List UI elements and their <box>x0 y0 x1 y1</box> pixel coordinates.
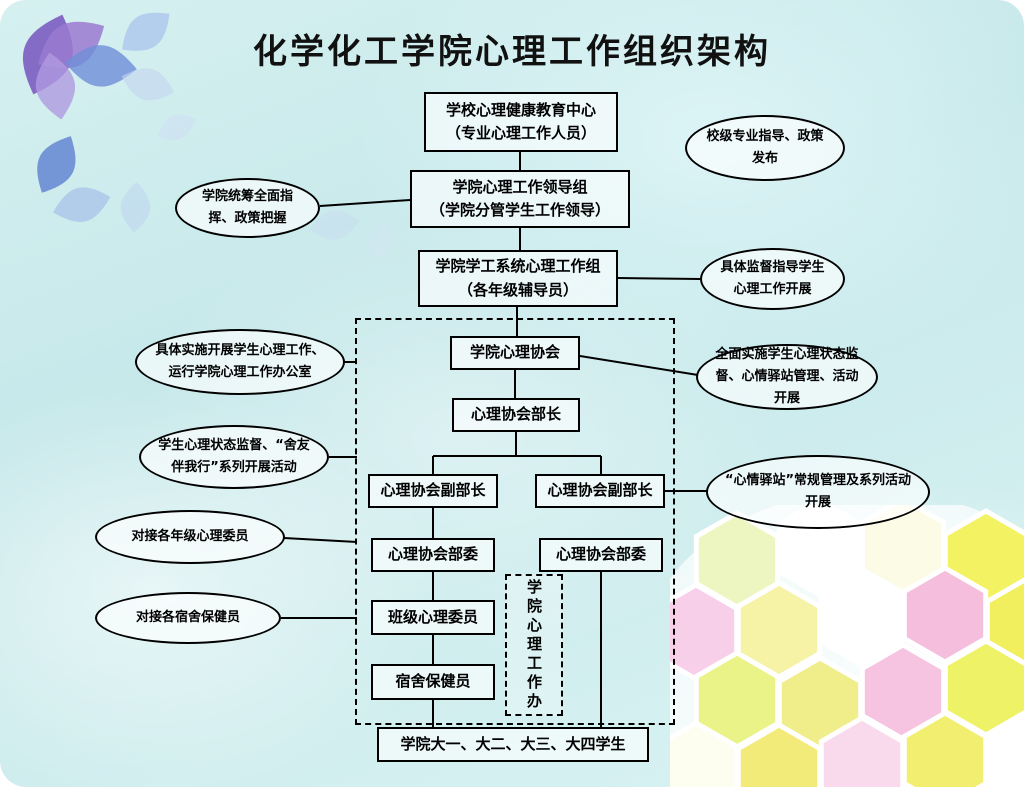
node-committee-left: 心理协会部委 <box>371 538 495 572</box>
node-vice-minister-left: 心理协会副部长 <box>368 474 498 508</box>
note-implement-office: 具体实施开展学生心理工作、运行学院心理工作办公室 <box>135 329 345 395</box>
node-committee-right: 心理协会部委 <box>539 538 663 572</box>
note-school-guidance: 校级专业指导、政策发布 <box>685 115 845 181</box>
note-grade-committee: 对接各年级心理委员 <box>95 510 285 564</box>
node-xuegong-group-line1: 学院学工系统心理工作组 <box>435 257 601 276</box>
node-xuegong-group: 学院学工系统心理工作组 （各年级辅导员） <box>418 250 618 307</box>
node-xuegong-group-line2: （各年级辅导员） <box>457 280 578 299</box>
hexagons-decoration <box>670 505 1024 787</box>
node-class-committee: 班级心理委员 <box>371 600 495 635</box>
note-college-command: 学院统筹全面指挥、政策把握 <box>175 178 320 238</box>
note-status-monitor: 学生心理状态监督、“舍友伴我行”系列开展活动 <box>139 425 329 489</box>
node-office-vertical: 学院心理工作办 <box>505 574 563 716</box>
node-students: 学院大一、大二、大三、大四学生 <box>377 727 649 762</box>
node-leading-group-line2: （学院分管学生工作领导） <box>429 201 610 219</box>
note-full-implement: 全面实施学生心理状态监督、心情驿站管理、活动开展 <box>696 344 878 410</box>
node-school-center-line1: 学校心理健康教育中心 <box>445 100 596 119</box>
page-title: 化学化工学院心理工作组织架构 <box>253 32 771 72</box>
note-mood-station: “心情驿站”常规管理及系列活动开展 <box>706 455 930 529</box>
node-school-center: 学校心理健康教育中心 （专业心理工作人员） <box>424 92 618 152</box>
node-minister: 心理协会部长 <box>452 398 580 432</box>
note-dorm-contact: 对接各宿舍保健员 <box>95 592 281 644</box>
node-vice-minister-right: 心理协会副部长 <box>535 474 665 508</box>
node-school-center-line2: （专业心理工作人员） <box>445 124 596 142</box>
note-supervise-guide: 具体监督指导学生心理工作开展 <box>700 248 845 310</box>
node-leading-group-line1: 学院心理工作领导组 <box>452 177 588 196</box>
node-association: 学院心理协会 <box>450 336 580 370</box>
node-leading-group: 学院心理工作领导组 （学院分管学生工作领导） <box>410 170 630 228</box>
node-dorm-keeper: 宿舍保健员 <box>371 664 495 700</box>
